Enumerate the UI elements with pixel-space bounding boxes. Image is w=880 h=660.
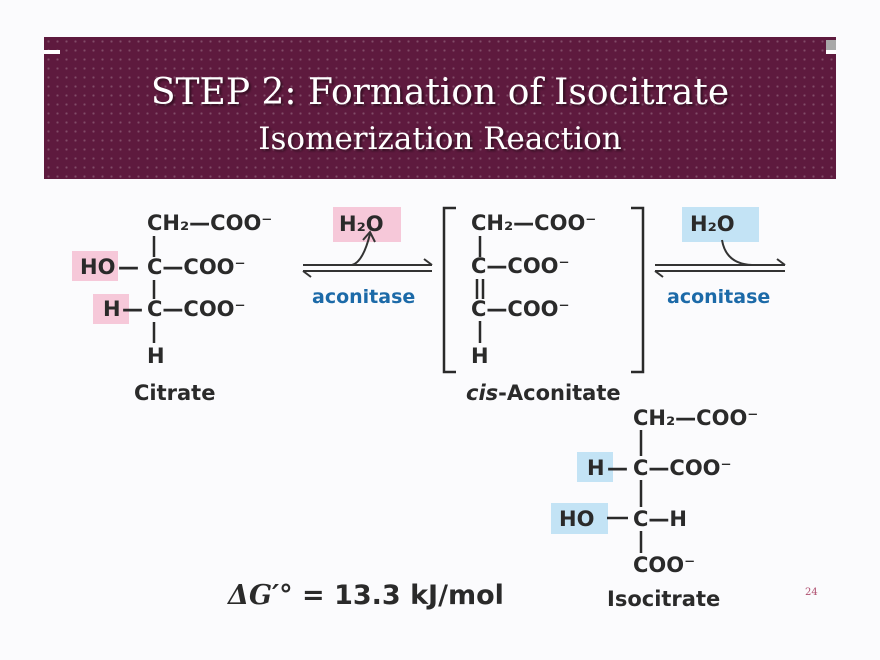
highlight-h-citrate: [93, 294, 129, 324]
citrate-row1: CH₂—COO⁻: [147, 211, 273, 235]
enzyme-right: aconitase: [667, 286, 771, 308]
isocitrate-row1: CH₂—COO⁻: [633, 406, 759, 430]
citrate-c-coo-2: C—COO⁻: [147, 297, 246, 321]
citrate-c-coo-1: C—COO⁻: [147, 255, 246, 279]
citrate-h: H: [103, 297, 121, 321]
citrate-bottom-h: H: [147, 344, 165, 368]
isocitrate-label: Isocitrate: [607, 587, 721, 611]
highlight-ho-citrate: [72, 251, 118, 281]
citrate-h-bond: —: [122, 297, 143, 321]
cis-prefix: cis: [466, 381, 499, 405]
banner-accent-right-line: [826, 50, 836, 54]
highlight-h-isocitrate: [577, 452, 613, 482]
highlight-water-right: [682, 207, 759, 242]
cis-aconitate-row2: C—COO⁻: [471, 254, 570, 278]
citrate-ho-bond: —: [118, 255, 139, 279]
isocitrate-bottom: COO⁻: [633, 553, 696, 577]
slide-title: STEP 2: Formation of Isocitrate: [150, 72, 730, 113]
slide-subtitle: Isomerization Reaction: [258, 121, 622, 157]
isocitrate-h: H: [587, 456, 605, 480]
isocitrate-c-coo: C—COO⁻: [633, 456, 732, 480]
cis-aconitate-label: cis-Aconitate: [466, 381, 621, 405]
isocitrate-c-h: C—H: [633, 507, 687, 531]
isocitrate-ho: HO: [559, 507, 595, 531]
water-left: H₂O: [339, 212, 384, 236]
citrate-ho: HO: [80, 255, 116, 279]
cis-aconitate-bottom-h: H: [471, 344, 489, 368]
delta-g-symbol: ΔG′°: [228, 580, 293, 611]
isocitrate-h-bond: —: [607, 456, 628, 480]
banner-accent-right: [826, 40, 836, 50]
title-banner: [44, 37, 836, 179]
delta-g-equation: ΔG′° = 13.3 kJ/mol: [228, 580, 504, 611]
cis-aconitate-row3: C—COO⁻: [471, 297, 570, 321]
water-right: H₂O: [690, 212, 735, 236]
enzyme-left: aconitase: [312, 286, 416, 308]
cis-aconitate-row1: CH₂—COO⁻: [471, 211, 597, 235]
page-number: 24: [805, 587, 818, 598]
highlight-ho-isocitrate: [551, 503, 608, 534]
aconitate-name: -Aconitate: [498, 381, 621, 405]
citrate-label: Citrate: [134, 381, 216, 405]
delta-g-value: = 13.3 kJ/mol: [302, 580, 504, 611]
banner-accent-left: [44, 50, 60, 54]
